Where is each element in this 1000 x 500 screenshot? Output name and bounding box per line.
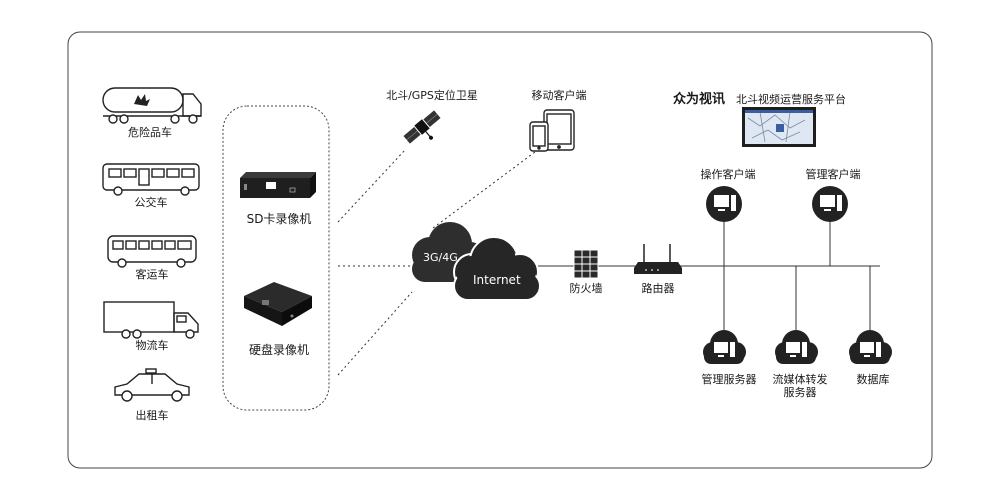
computer-icon bbox=[706, 186, 742, 222]
platform-label: 北斗视频运营服务平台 bbox=[736, 93, 846, 106]
cloud-computer-icon bbox=[703, 330, 746, 364]
recorder-label-hdd: 硬盘录像机 bbox=[248, 343, 310, 357]
hazmat-truck-icon bbox=[102, 87, 202, 124]
dotted-links bbox=[337, 149, 536, 376]
cloud-computer-icon bbox=[775, 330, 818, 364]
server-label-streaming-line2: 服务器 bbox=[783, 386, 817, 399]
vehicle-label-hazmat: 危险品车 bbox=[128, 126, 172, 139]
vehicle-label-coach: 客运车 bbox=[135, 268, 169, 281]
cloud-3g4g-label: 3G/4G bbox=[423, 251, 458, 264]
firewall-icon bbox=[573, 249, 599, 279]
cloud-internet-label: Internet bbox=[473, 273, 521, 287]
recorder-label-sd: SD卡录像机 bbox=[246, 212, 312, 226]
computer-icon bbox=[812, 186, 848, 222]
taxi-icon bbox=[114, 368, 190, 402]
cloud-computer-icon bbox=[849, 330, 892, 364]
client-label-management: 管理客户端 bbox=[805, 168, 861, 181]
recorder-group-frame bbox=[222, 105, 330, 411]
outer-frame bbox=[67, 31, 933, 469]
box-truck-icon bbox=[103, 301, 199, 339]
network-links bbox=[515, 222, 880, 330]
coach-icon bbox=[107, 235, 197, 268]
server-label-streaming: 流媒体转发 bbox=[772, 373, 828, 386]
vehicle-label-logistics: 物流车 bbox=[135, 339, 169, 352]
mobile-client-label: 移动客户端 bbox=[531, 89, 587, 102]
bus-icon bbox=[102, 163, 200, 196]
vehicle-label-bus: 公交车 bbox=[134, 196, 168, 209]
client-label-operation: 操作客户端 bbox=[700, 168, 756, 181]
satellite-icon bbox=[403, 110, 441, 144]
brand-name: 众为视讯 bbox=[673, 92, 726, 107]
satellite-label: 北斗/GPS定位卫星 bbox=[386, 89, 478, 102]
hdd-recorder-icon bbox=[244, 282, 312, 326]
sd-recorder-icon bbox=[240, 172, 316, 198]
map-screen-icon bbox=[742, 107, 816, 147]
server-label-management: 管理服务器 bbox=[701, 373, 757, 386]
server-label-database: 数据库 bbox=[856, 373, 890, 386]
router-icon bbox=[634, 244, 682, 274]
vehicle-label-taxi: 出租车 bbox=[135, 409, 169, 422]
router-label: 路由器 bbox=[641, 282, 675, 295]
phone-tablet-icon bbox=[529, 109, 575, 152]
firewall-label: 防火墙 bbox=[569, 282, 603, 295]
